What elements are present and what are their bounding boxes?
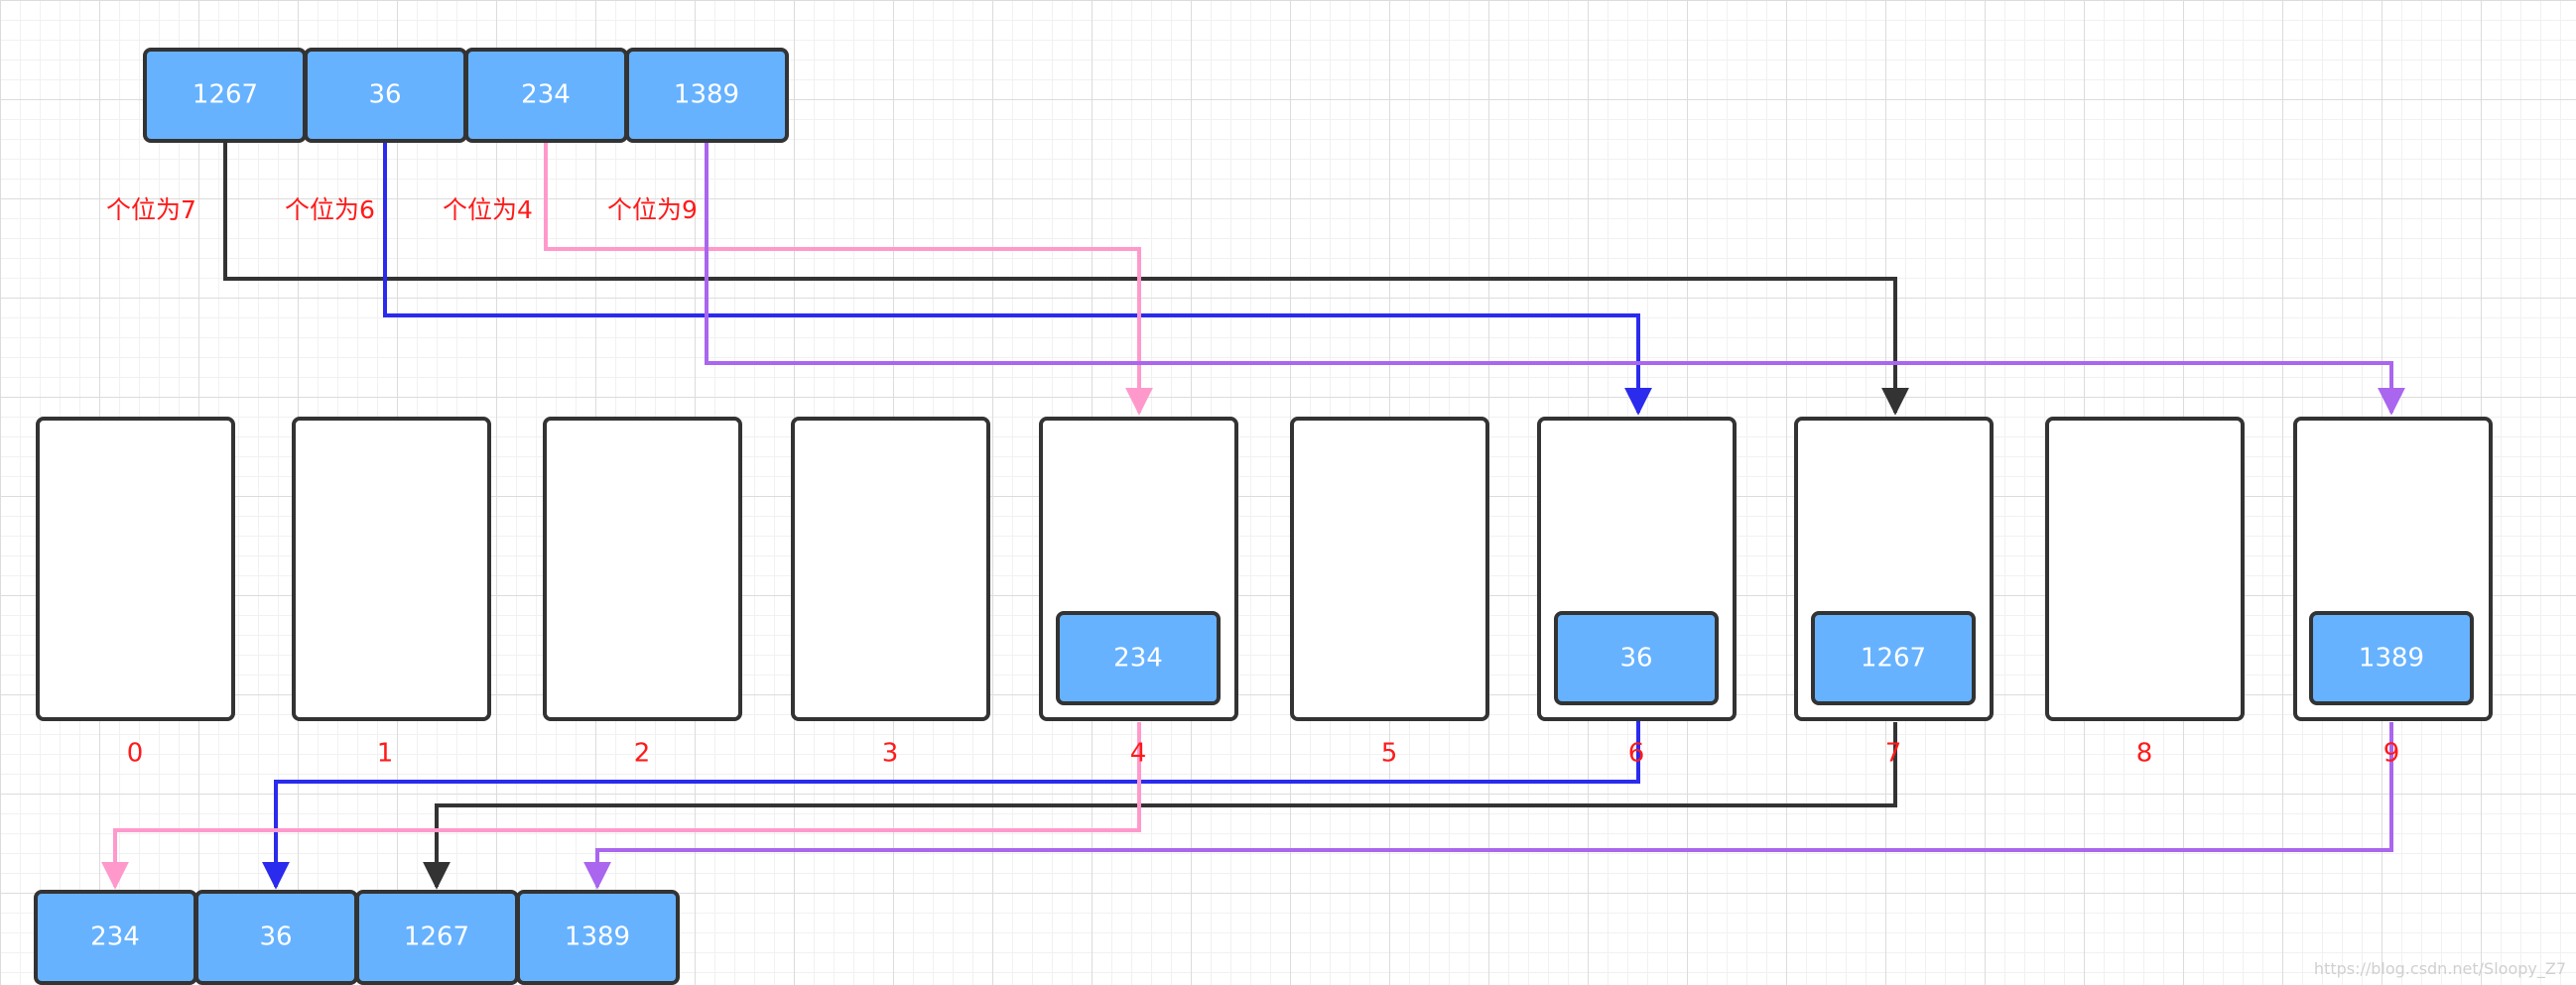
- bucket: 2: [543, 417, 742, 769]
- input-cell: 1389: [625, 48, 789, 143]
- bucket-item-value: 1267: [1861, 644, 1926, 674]
- bucket-index: 7: [1885, 739, 1902, 769]
- output-cell: 1389: [516, 890, 680, 985]
- connector-234-to-bucket-4: [544, 142, 1153, 416]
- connectors: [101, 142, 2405, 890]
- input-cell: 36: [304, 48, 467, 143]
- bucket: 0: [36, 417, 235, 769]
- bucket-item: 36: [1554, 611, 1719, 705]
- digit-labels: 个位为7 个位为6 个位为4 个位为9: [106, 195, 698, 224]
- connector-bucket-6-to-output-36: [262, 704, 1640, 890]
- bucket: 3: [791, 417, 990, 769]
- bucket: 4 234: [1039, 417, 1238, 769]
- bucket-index: 3: [882, 739, 899, 769]
- output-cell-value: 234: [90, 923, 140, 952]
- bucket-item-value: 234: [1113, 644, 1163, 674]
- digit-label: 个位为6: [285, 195, 375, 224]
- bucket-index: 4: [1130, 739, 1147, 769]
- input-cell-value: 36: [368, 80, 401, 110]
- bucket-index: 2: [634, 739, 651, 769]
- bucket-index: 5: [1381, 739, 1398, 769]
- bucket: 1: [292, 417, 491, 769]
- digit-label: 个位为7: [106, 195, 196, 224]
- connector-bucket-9-to-output-1389: [583, 722, 2393, 890]
- output-array: 234 36 1267 1389: [34, 890, 680, 985]
- bucket-index: 8: [2136, 739, 2153, 769]
- digit-label: 个位为9: [607, 195, 698, 224]
- output-cell: 36: [194, 890, 358, 985]
- watermark-text: https://blog.csdn.net/Sloopy_Z7: [2314, 959, 2566, 979]
- input-array: 1267 36 234 1389: [143, 48, 789, 143]
- bucket-item: 234: [1056, 611, 1221, 705]
- bucket-item-value: 36: [1619, 644, 1652, 674]
- input-cell-value: 1389: [674, 80, 739, 110]
- output-cell: 234: [34, 890, 197, 985]
- bucket: 9 1389: [2293, 417, 2493, 769]
- input-cell: 1267: [143, 48, 307, 143]
- bucket-index: 9: [2383, 739, 2400, 769]
- bucket: 5: [1290, 417, 1489, 769]
- bucket: 8: [2045, 417, 2245, 769]
- output-cell: 1267: [355, 890, 519, 985]
- bucket-item-value: 1389: [2359, 644, 2424, 674]
- bucket-item: 1267: [1811, 611, 1976, 705]
- bucket-index: 6: [1628, 739, 1645, 769]
- input-cell-value: 1267: [193, 80, 258, 110]
- bucket-index: 1: [377, 739, 394, 769]
- output-cell-value: 1267: [404, 923, 469, 952]
- bucket: 7 1267: [1794, 417, 1994, 769]
- connector-bucket-7-to-output-1267: [423, 722, 1897, 890]
- bucket-item: 1389: [2309, 611, 2474, 705]
- bucket-index: 0: [127, 739, 144, 769]
- connector-bucket-4-to-output-234: [101, 722, 1141, 890]
- connector-1389-to-bucket-9: [705, 142, 2405, 416]
- bucket: 6 36: [1537, 417, 1737, 769]
- connector-1267-to-bucket-7: [223, 142, 1909, 416]
- input-cell-value: 234: [521, 80, 571, 110]
- input-cell: 234: [464, 48, 628, 143]
- digit-label: 个位为4: [443, 195, 533, 224]
- output-cell-value: 36: [259, 923, 292, 952]
- output-cell-value: 1389: [565, 923, 630, 952]
- buckets: 0 1 2 3 4 234 5 6: [36, 417, 2493, 769]
